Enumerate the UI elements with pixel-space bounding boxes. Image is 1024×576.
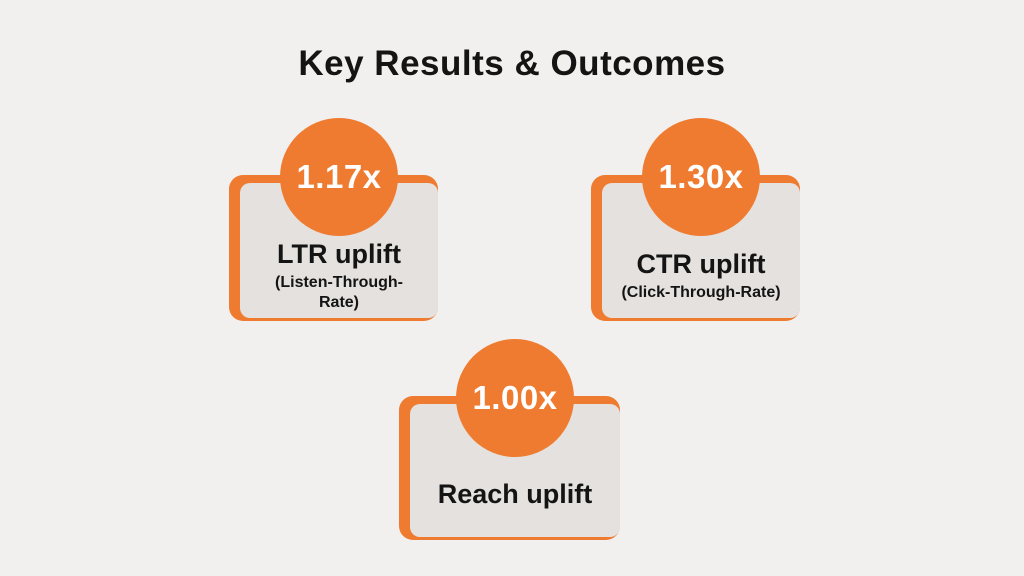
metric-sublabel: (Click-Through-Rate) (621, 283, 781, 301)
metric-label: LTR uplift (277, 239, 401, 270)
metric-value-circle: 1.17x (280, 118, 398, 236)
metric-card-ltr-uplift: LTR uplift (Listen-Through-Rate) 1.17x (229, 118, 438, 321)
metric-label: CTR uplift (636, 249, 766, 280)
metric-card-ctr-uplift: CTR uplift (Click-Through-Rate) 1.30x (591, 118, 800, 321)
metric-sublabel: (Listen-Through-Rate) (275, 273, 403, 311)
metric-value: 1.30x (658, 158, 744, 195)
metric-value: 1.00x (472, 379, 558, 416)
metric-card-reach-uplift: Reach uplift 1.00x (399, 339, 620, 540)
slide-title: Key Results & Outcomes (298, 44, 726, 83)
metric-value-circle: 1.30x (642, 118, 760, 236)
metric-label: Reach uplift (437, 479, 593, 510)
metric-value: 1.17x (296, 158, 382, 195)
metric-value-circle: 1.00x (456, 339, 574, 457)
